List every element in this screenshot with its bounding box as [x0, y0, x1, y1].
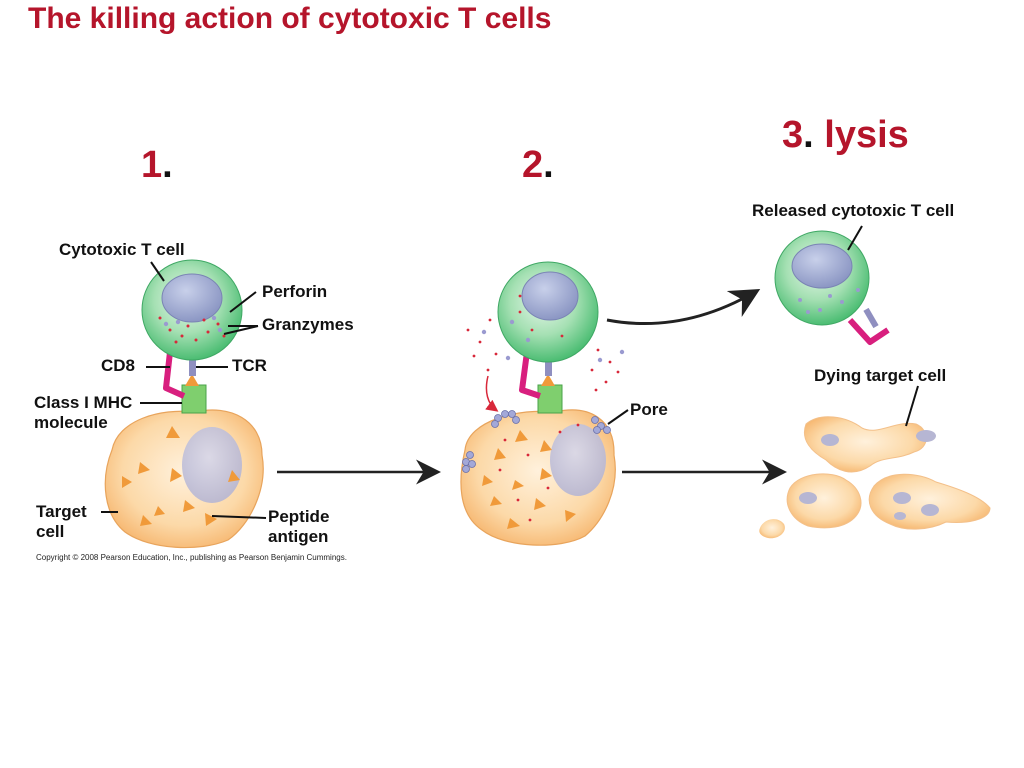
dying-cell-nuclear-fragments [799, 430, 939, 520]
label-pore: Pore [630, 400, 668, 419]
dying-cell-bleb [759, 519, 785, 539]
target-nucleus-2 [550, 424, 606, 496]
label-cd8: CD8 [101, 356, 136, 375]
released-t-cell-granules [798, 288, 860, 314]
released-leader-line [847, 225, 863, 251]
label-tcr: TCR [232, 356, 267, 375]
released-t-cell-nucleus [791, 243, 853, 289]
pore-left [462, 451, 476, 473]
leader-lines-1 [101, 261, 267, 519]
tcr-2 [545, 350, 552, 376]
step-3-heading: 3. lysis [782, 114, 909, 157]
copyright-notice: Copyright © 2008 Pearson Education, Inc.… [36, 553, 347, 562]
label-target-cell-line1: Target [36, 502, 87, 521]
tcr-1 [189, 352, 196, 376]
cd8-1 [163, 351, 186, 399]
slide-title: The killing action of cytotoxic T cells [28, 2, 552, 35]
label-class-mhc-line2: molecule [34, 413, 108, 432]
peptide-antigens-2 [482, 430, 576, 529]
bound-peptide-1 [185, 374, 199, 386]
pore-leader-line [607, 409, 629, 425]
bound-peptide-2 [541, 374, 555, 386]
dying-leader-line [905, 385, 919, 427]
label-dying-target-cell: Dying target cell [814, 366, 947, 385]
dying-cell-fragment-left [786, 473, 862, 529]
label-peptide-line1: Peptide [268, 507, 330, 526]
step-3-text: lysis [813, 114, 909, 156]
released-cd8 [847, 317, 890, 345]
arrow-t-cell-release [606, 288, 761, 326]
t-cell-nucleus-1 [161, 273, 223, 323]
label-class-mhc-line1: Class I MHC [34, 393, 133, 412]
label-released-t-cell: Released cytotoxic T cell [752, 201, 955, 220]
label-peptide-line2: antigen [268, 527, 329, 546]
label-perforin: Perforin [262, 282, 328, 301]
granzymes-in-target-2 [498, 423, 580, 522]
granzymes-1 [158, 316, 226, 344]
mhc-molecule-1 [181, 384, 207, 414]
dying-cell-fragment-right [868, 473, 991, 530]
mhc-molecule-2 [537, 384, 563, 414]
step-2-punct: . [543, 144, 554, 186]
step-3-punct: . [803, 114, 814, 156]
label-cytotoxic-t-cell: Cytotoxic T cell [59, 240, 185, 259]
released-tcr [863, 307, 879, 329]
pore-right [591, 416, 611, 434]
label-target-cell-line2: cell [36, 522, 65, 541]
peptide-antigens-1 [122, 426, 240, 526]
t-cell-nucleus-2 [521, 271, 579, 321]
released-granzymes-2 [466, 294, 620, 392]
label-peptide-antigen: Peptide antigen [268, 507, 329, 547]
step-1-number: 1 [141, 144, 163, 186]
granzyme-entry-arrow [485, 375, 499, 412]
target-nucleus-1 [182, 427, 242, 503]
panel-3 [759, 225, 991, 539]
step-1-heading: 1. [141, 144, 173, 187]
pore-top [491, 410, 520, 428]
perforin-granules-1 [163, 315, 223, 333]
dying-cell-fragment-top [804, 416, 927, 473]
released-perforin-2 [481, 319, 625, 363]
step-3-number: 3 [782, 114, 804, 156]
label-granzymes: Granzymes [262, 315, 354, 334]
cd8-2 [519, 351, 541, 399]
step-2-heading: 2. [522, 144, 554, 187]
label-class-mhc: Class I MHC molecule [34, 393, 132, 433]
label-target-cell: Target cell [36, 502, 87, 542]
step-2-number: 2 [522, 144, 544, 186]
step-1-punct: . [162, 144, 173, 186]
panel-1 [101, 259, 267, 549]
panel-2 [460, 261, 629, 546]
